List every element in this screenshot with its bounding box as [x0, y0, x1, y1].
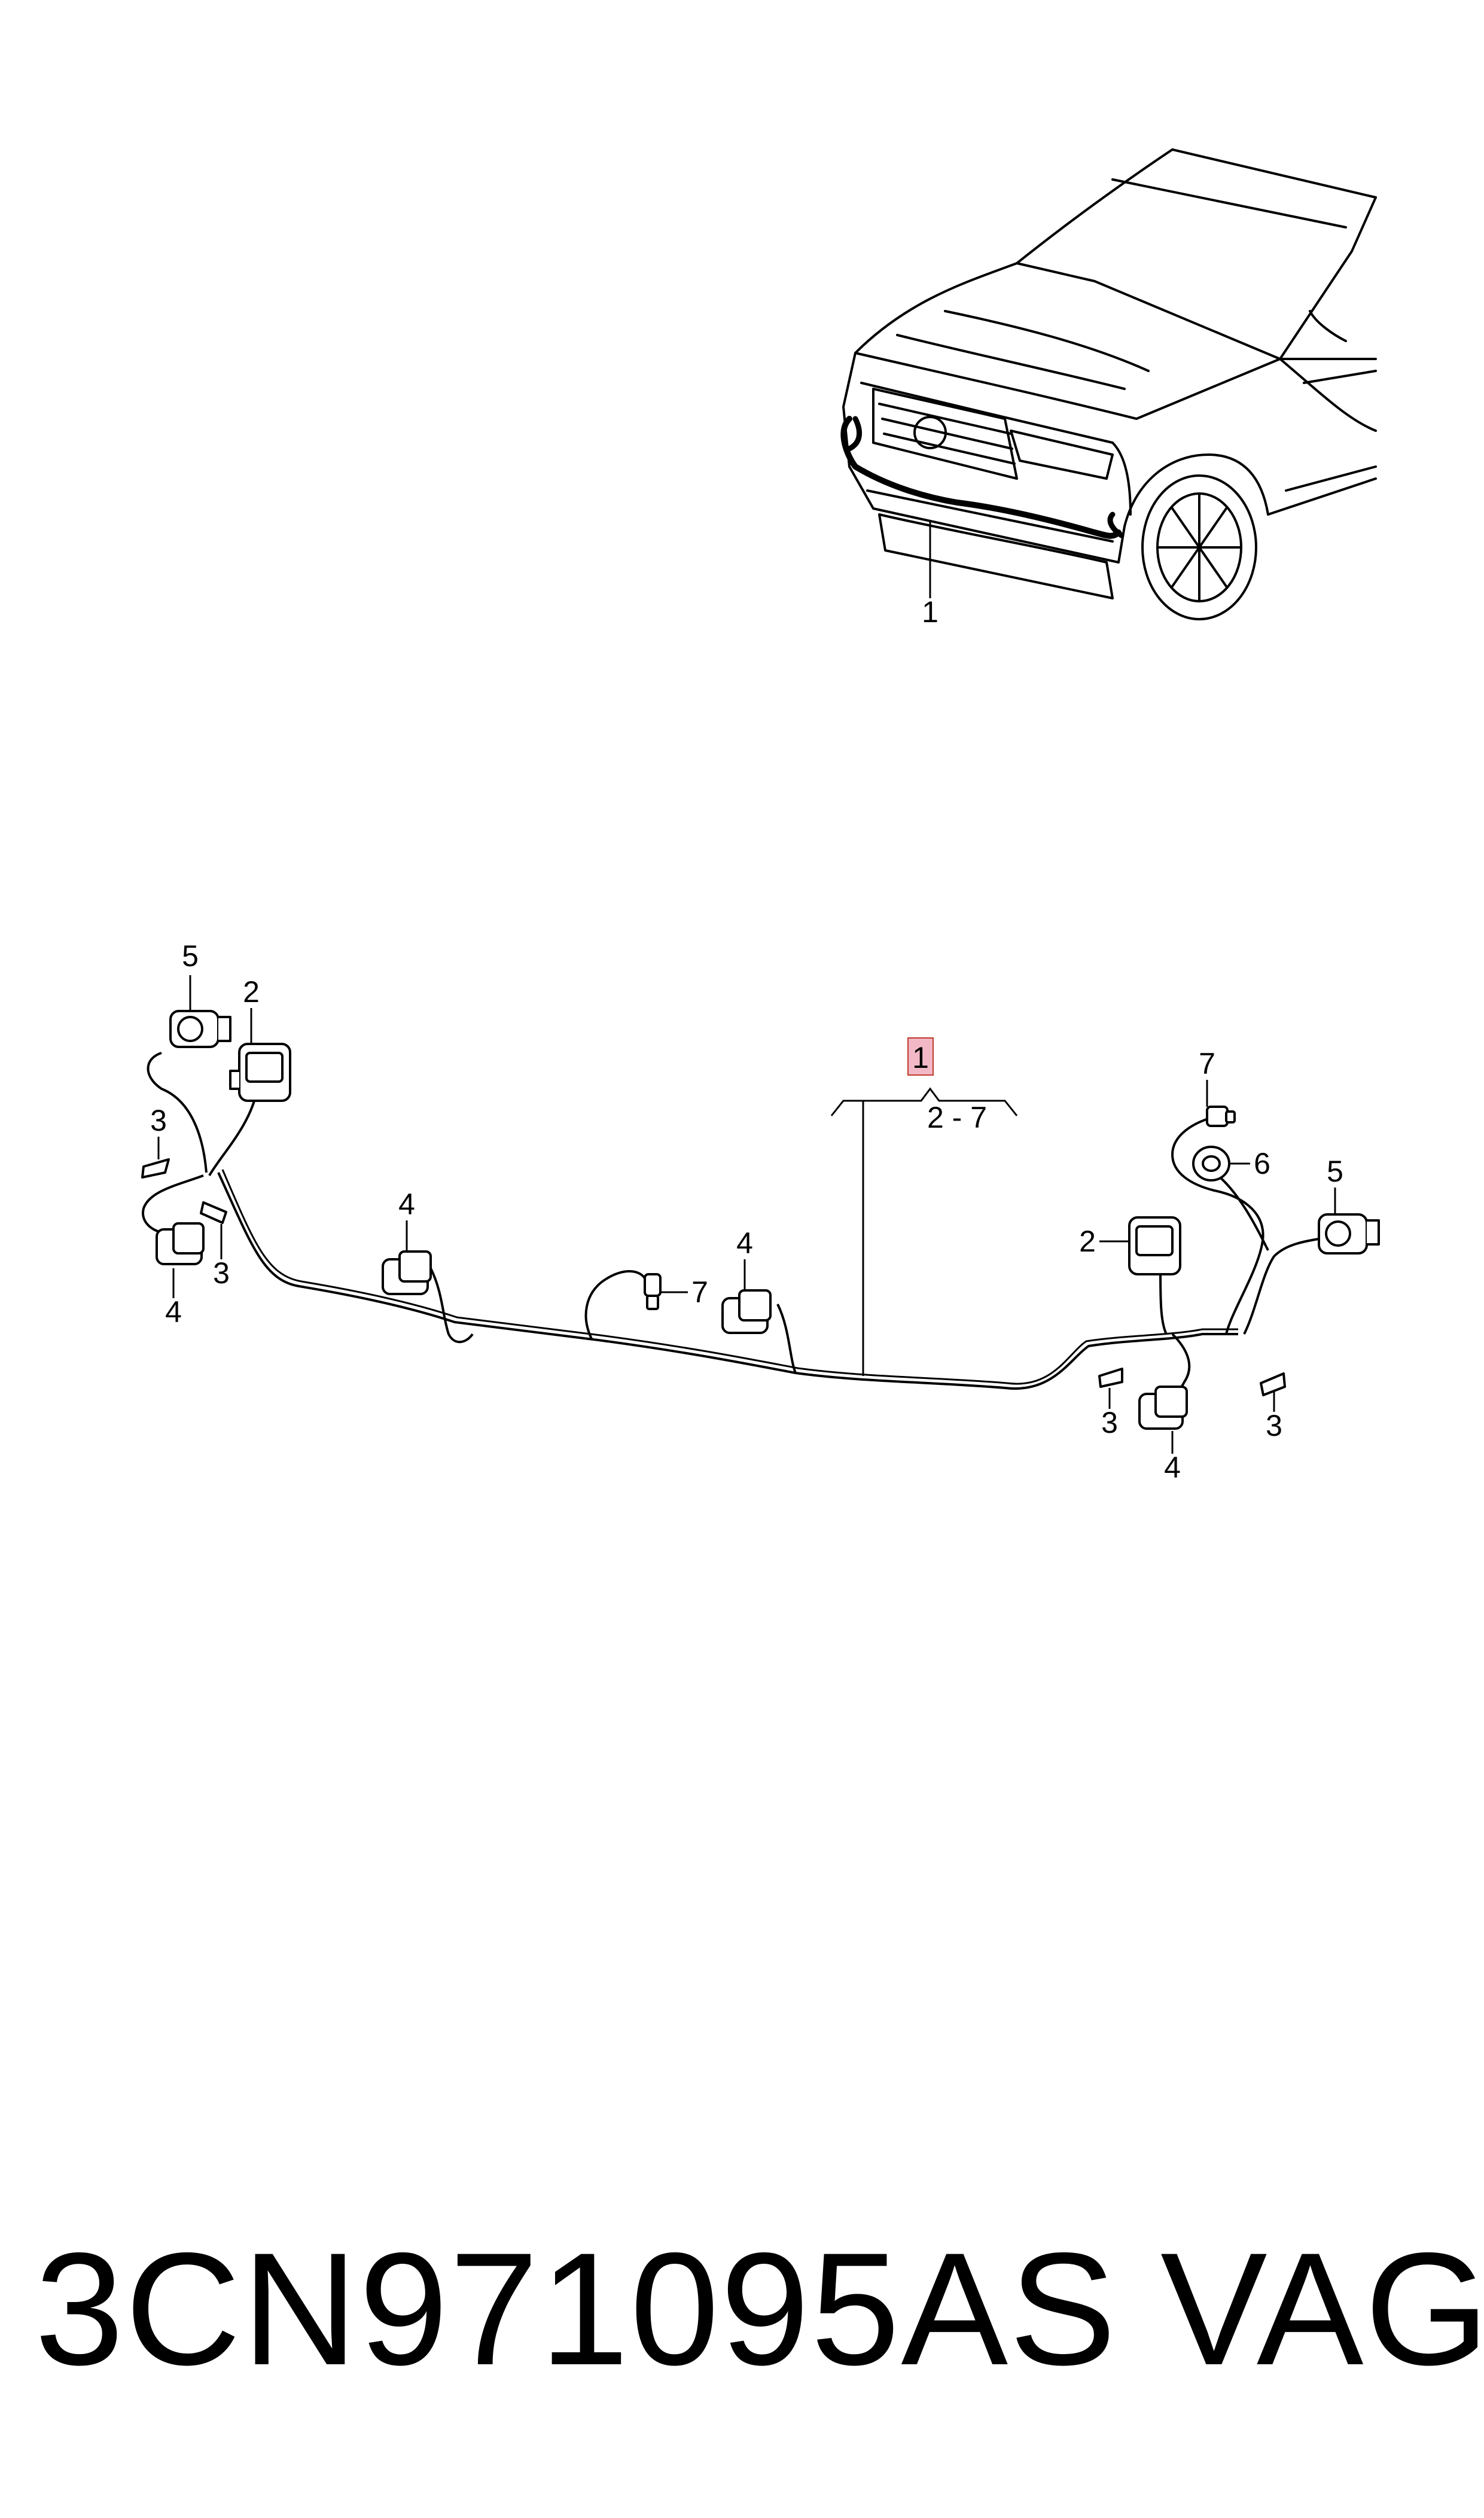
callout-center-sensor-a: 4 — [398, 1188, 415, 1221]
callout-center-plug: 7 — [691, 1275, 708, 1309]
main-harness-trunk — [217, 1172, 1238, 1390]
assembly-callout: 1 — [912, 1041, 929, 1074]
right-branch-plug — [1171, 1118, 1264, 1335]
leader-lines — [157, 975, 1336, 1454]
left-sensor-top — [169, 1010, 231, 1048]
right-connector — [1128, 1216, 1181, 1275]
right-sensor-top — [1318, 1213, 1380, 1255]
center-plug — [644, 1273, 662, 1310]
right-branch-sensor-top — [1243, 1237, 1323, 1335]
callout-center-sensor-b: 4 — [736, 1226, 753, 1260]
right-plug — [1206, 1106, 1236, 1127]
right-sensor-lower — [1138, 1386, 1188, 1430]
brand-label: VAG — [1160, 2219, 1484, 2398]
part-number: 3CN971095AS — [35, 2219, 1117, 2398]
right-clip-right — [1260, 1372, 1286, 1396]
left-sensor-lower — [156, 1222, 205, 1265]
callout-left-clip-upper: 3 — [150, 1104, 167, 1137]
overview-callout: 1 — [922, 595, 938, 629]
callout-right-clip-right: 3 — [1266, 1409, 1282, 1442]
assembly-callout-highlight — [907, 1037, 934, 1076]
vehicle-illustration — [842, 148, 1377, 620]
left-branch-sensor-lower — [142, 1174, 204, 1234]
callout-right-sensor-top: 5 — [1327, 1155, 1343, 1188]
center-sensor-a — [382, 1250, 432, 1295]
callout-right-clip-left: 3 — [1101, 1406, 1118, 1439]
left-clip-lower — [200, 1201, 227, 1224]
callout-left-sensor-top: 5 — [182, 939, 199, 973]
left-branch-sensor-top — [147, 1052, 208, 1173]
right-grommet — [1192, 1146, 1230, 1182]
right-clip-left — [1098, 1368, 1123, 1388]
right-branch-sensor-lower — [1171, 1333, 1191, 1395]
callout-left-connector: 2 — [243, 975, 260, 1009]
center-plug-branch — [584, 1270, 647, 1341]
center-sensor-b — [721, 1289, 772, 1334]
callout-right-connector: 2 — [1079, 1225, 1096, 1258]
wiring-harness-diagram: 1 — [141, 148, 1380, 1484]
callout-left-sensor-mid: 4 — [165, 1295, 182, 1329]
left-clip-upper — [141, 1158, 170, 1179]
assembly-bracket — [830, 1087, 1018, 1376]
callout-right-plug: 7 — [1199, 1047, 1215, 1080]
callout-right-sensor-lower: 4 — [1164, 1451, 1181, 1484]
overview-harness-line — [840, 416, 1122, 539]
left-connector — [229, 1043, 291, 1102]
range-label: 2 - 7 — [927, 1101, 987, 1134]
callout-right-grommet: 6 — [1254, 1147, 1270, 1180]
callout-left-clip-lower: 3 — [213, 1256, 230, 1290]
